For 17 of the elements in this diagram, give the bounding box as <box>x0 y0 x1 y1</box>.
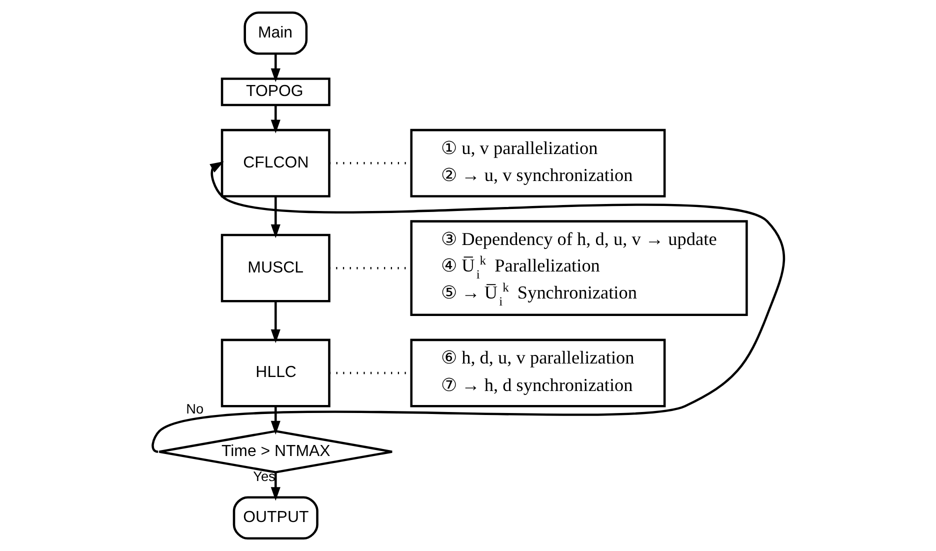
node-box: HLLC <box>220 338 330 408</box>
arrow <box>270 302 280 344</box>
arrow <box>270 105 280 134</box>
node-box: CFLCON <box>220 128 330 198</box>
arrow <box>152 161 784 452</box>
node-box: MUSCL <box>220 234 330 302</box>
node-box: OUTPUT <box>232 496 318 540</box>
arrow <box>270 196 280 238</box>
node-box: ③ Dependency of h, d, u, v → update ④ U̅$_{i}$$^{k}$ Parallelization ⑤ → U̅$_{i}$$^{k}$ Synchronization <box>410 220 748 316</box>
arrow <box>270 406 280 435</box>
node-box: Main <box>243 11 308 55</box>
node-box: TOPOG <box>220 78 330 106</box>
node-box: ⑥ h, d, u, v parallelization ⑦ → h, d synchronization <box>410 338 666 408</box>
node-box: ① u, v parallelization ② → u, v synchronization <box>410 128 666 198</box>
edge-label: No <box>186 402 204 417</box>
arrow <box>270 54 280 82</box>
arrow <box>270 472 280 501</box>
